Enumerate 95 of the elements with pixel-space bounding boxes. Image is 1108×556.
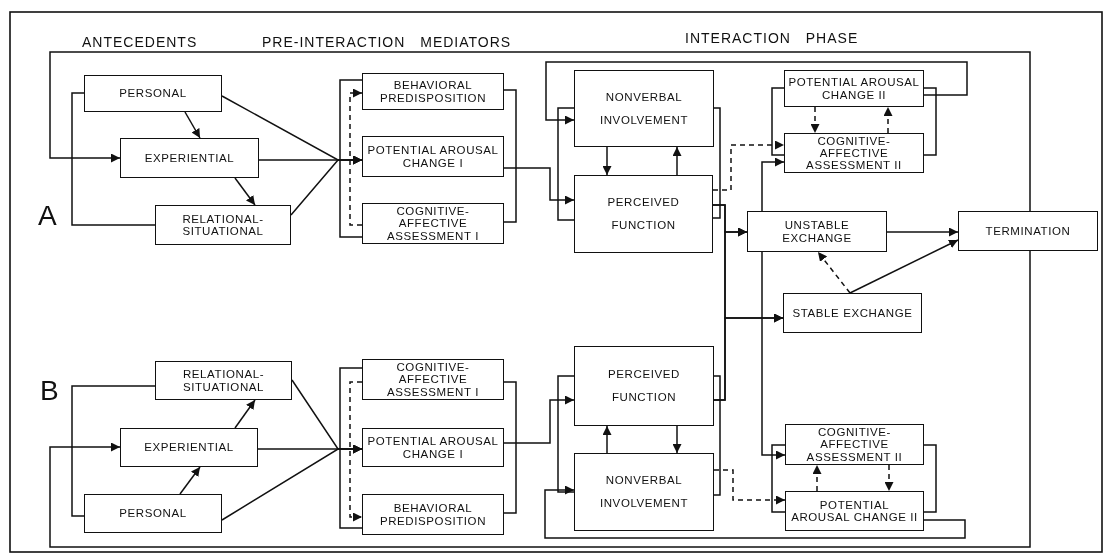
arrow [884, 464, 894, 492]
connector-line [557, 107, 575, 221]
box-label: EXPERIENTIAL [144, 151, 235, 165]
connector-line [771, 444, 786, 513]
process-box [155, 205, 291, 245]
process-box [574, 175, 713, 253]
process-box [120, 428, 258, 467]
box-label: PERSONAL [119, 87, 187, 100]
arrow [672, 425, 682, 454]
process-box [574, 346, 714, 426]
process-box [362, 73, 504, 110]
arrow [886, 227, 959, 237]
box-label: RELATIONAL-SITUATIONAL [181, 368, 266, 393]
arrow [49, 51, 1031, 212]
arrow [234, 399, 256, 429]
connector-line [713, 375, 721, 496]
box-label: UNSTABLE EXCHANGE [781, 219, 853, 244]
arrow [349, 88, 363, 226]
connector-line [71, 92, 156, 226]
arrow [602, 425, 612, 454]
process-box [783, 293, 922, 333]
box-label: NONVERBAL INVOLVEMENT [598, 89, 690, 128]
connector-line [71, 385, 156, 517]
arrow [713, 313, 784, 401]
box-label: POTENTIAL AROUSAL CHANGE II [788, 76, 920, 101]
arrow [503, 395, 575, 444]
arrow [849, 239, 959, 294]
process-box [785, 491, 924, 531]
connector-line [771, 87, 785, 156]
box-label: BEHAVIORAL PREDISPOSITION [378, 502, 488, 527]
connector-line [503, 89, 517, 223]
process-box [362, 203, 504, 244]
section-letter: B [40, 375, 59, 407]
box-label: STABLE EXCHANGE [792, 306, 913, 320]
connector-line [339, 367, 363, 529]
box-label: POTENTIAL AROUSAL CHANGE II [790, 498, 919, 524]
arrow [49, 250, 1031, 548]
arrow [761, 157, 785, 212]
box-label: POTENTIAL AROUSAL CHANGE I [366, 144, 500, 169]
box-label: POTENTIAL AROUSAL CHANGE I [366, 435, 500, 460]
process-box [155, 361, 292, 400]
arrow [503, 167, 575, 205]
box-label: COGNITIVE-AFFECTIVE ASSESSMENT I [386, 361, 480, 398]
process-box [120, 138, 259, 178]
box-label: RELATIONAL-SITUATIONAL [181, 212, 265, 238]
arrow [672, 146, 682, 176]
box-label: PERCEIVED FUNCTION [607, 367, 681, 405]
section-letter: A [38, 200, 57, 232]
column-heading: PRE-INTERACTION MEDIATORS [262, 34, 512, 50]
box-label: EXPERIENTIAL [144, 441, 234, 454]
arrow [545, 61, 968, 125]
connector-line [923, 444, 937, 513]
arrow [349, 381, 363, 522]
box-label: COGNITIVE-AFFECTIVE ASSESSMENT II [805, 134, 903, 172]
process-box [84, 75, 222, 112]
arrow [812, 464, 822, 492]
box-label: BEHAVIORAL PREDISPOSITION [378, 79, 488, 104]
process-box [574, 453, 714, 531]
column-heading: INTERACTION PHASE [685, 30, 859, 46]
process-box [362, 428, 504, 467]
arrow [290, 155, 363, 216]
box-label: COGNITIVE-AFFECTIVE ASSESSMENT I [386, 205, 480, 242]
box-label: PERSONAL [119, 507, 187, 520]
arrow [883, 106, 893, 134]
arrow [810, 106, 820, 134]
process-box [958, 211, 1098, 251]
arrow [761, 251, 786, 460]
process-box [784, 133, 924, 173]
process-box [747, 211, 887, 252]
process-box [784, 70, 924, 107]
connector-line [339, 79, 363, 238]
process-box [84, 494, 222, 533]
box-label: PERCEIVED FUNCTION [606, 195, 681, 233]
connector-line [557, 375, 575, 493]
arrow [712, 140, 785, 191]
process-box [362, 136, 504, 177]
connector-line [923, 87, 937, 156]
arrow [602, 146, 612, 176]
arrow [179, 466, 201, 495]
process-box [574, 70, 714, 147]
process-box [362, 494, 504, 535]
arrow [234, 177, 256, 206]
connector-line [712, 107, 721, 219]
box-label: TERMINATION [985, 224, 1071, 238]
process-box [785, 424, 924, 465]
arrow [544, 485, 966, 539]
arrow [817, 251, 851, 294]
arrow [221, 444, 363, 521]
arrow [184, 111, 201, 139]
connector-line [503, 381, 517, 514]
process-box [362, 359, 504, 400]
box-label: COGNITIVE-AFFECTIVE ASSESSMENT II [805, 426, 904, 463]
column-heading: ANTECEDENTS [82, 34, 198, 50]
arrow [713, 469, 786, 505]
box-label: NONVERBAL INVOLVEMENT [598, 473, 690, 511]
